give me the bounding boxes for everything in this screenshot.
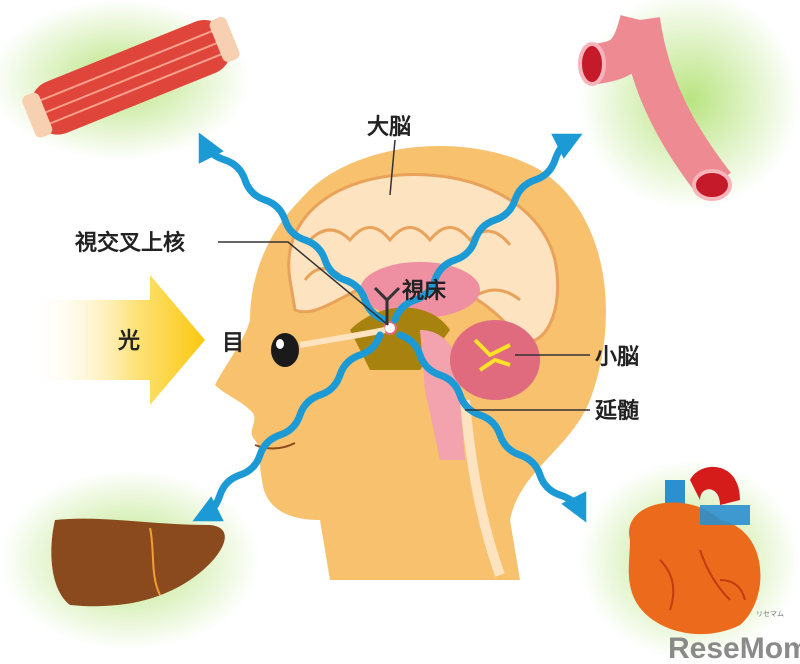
- signal-arrows: [192, 132, 587, 523]
- thalamus-label: 視床: [402, 278, 447, 304]
- smile: [254, 442, 296, 450]
- spinal-cord: [460, 399, 505, 577]
- arrow-to-vessel: [391, 133, 583, 324]
- leader-lines: [218, 139, 590, 411]
- liver-illustration: [51, 518, 225, 607]
- eye-label: 目: [222, 331, 244, 356]
- light-arrow: [30, 275, 205, 405]
- watermark-logo: ReseMom: [668, 632, 800, 664]
- cerebrum-label: 大脳: [367, 115, 411, 140]
- arrow-to-muscle: [198, 132, 389, 324]
- thalamus: [360, 262, 480, 318]
- muscle-illustration: [22, 17, 240, 138]
- arrow-to-liver: [192, 331, 384, 522]
- scn-label: 視交叉上核: [75, 230, 185, 256]
- optic-nerve: [299, 327, 386, 348]
- light-label: 光: [117, 329, 140, 354]
- blood-vessel-illustration: [578, 14, 732, 201]
- watermark-sub: リセマム: [756, 610, 784, 618]
- eye: [271, 333, 299, 367]
- heart-illustration: [628, 466, 761, 635]
- medulla-label: 延髄: [594, 398, 639, 424]
- arrow-to-heart: [396, 331, 587, 523]
- cerebellum-label: 小脳: [595, 345, 639, 370]
